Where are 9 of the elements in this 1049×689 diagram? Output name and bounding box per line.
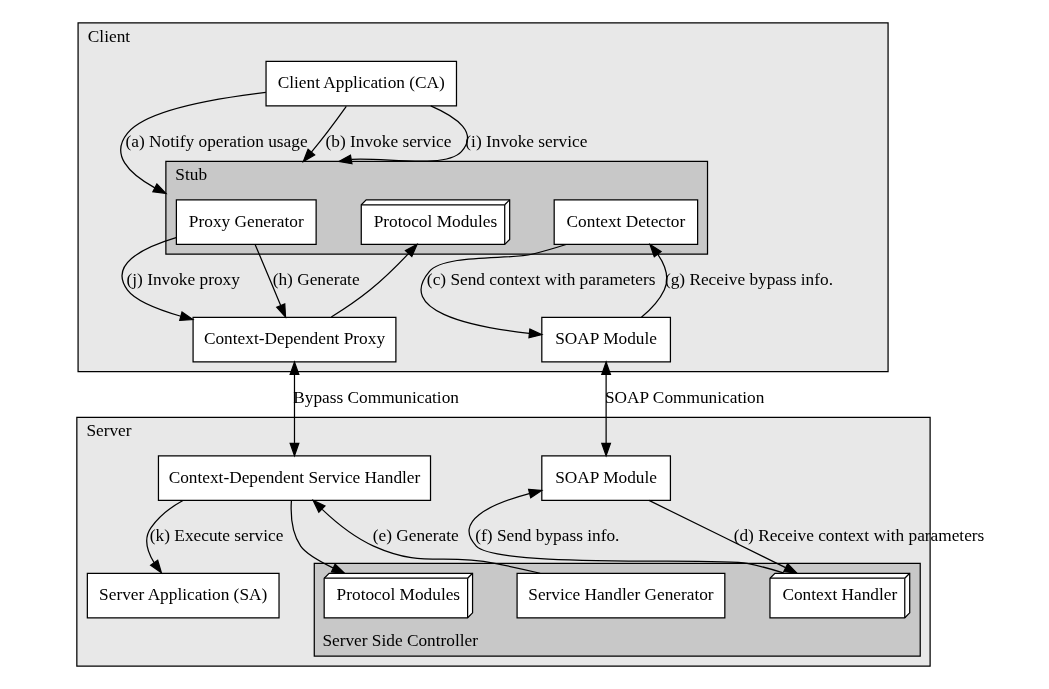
edge-label: (f) Send bypass info. [475, 526, 620, 546]
edge-label: Bypass Communication [293, 387, 459, 407]
edge-label: (c) Send context with parameters [426, 270, 656, 290]
edge-label: (b) Invoke service [325, 131, 452, 151]
edge-label: (j) Invoke proxy [126, 270, 240, 290]
edge-label: (h) Generate [272, 270, 360, 290]
edge-label: (k) Execute service [149, 526, 284, 546]
edge-label: (e) Generate [372, 526, 459, 546]
edge-label: (a) Notify operation usage [125, 131, 308, 151]
